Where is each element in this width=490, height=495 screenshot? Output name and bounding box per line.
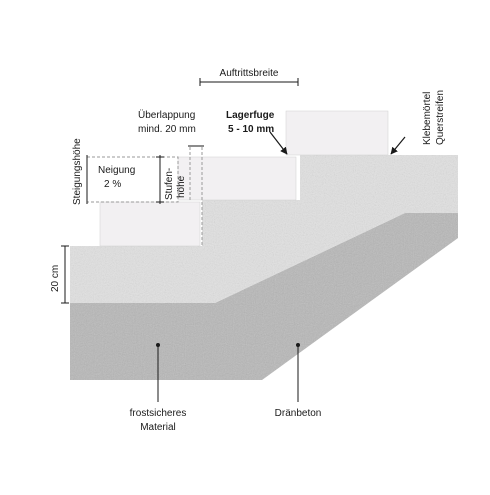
lagerfuge-label-line2: 5 - 10 mm [228,124,274,135]
lagerfuge-label-line1: Lagerfuge [226,110,275,121]
draenbeton-label: Dränbeton [275,408,322,419]
frostsicheres-leader-dot [156,343,160,347]
steigungshoehe-box [86,156,179,203]
step-slab-lower [99,201,201,247]
draenbeton-layer [70,155,458,303]
frostsicheres-material-layer [70,213,458,380]
neigung-label-line2: 2 % [104,179,121,190]
stufenhoehe-label-line2: höhe [176,175,187,198]
draenbeton-leader-dot [296,343,300,347]
ueberlappung-label-line1: Überlappung [138,109,195,121]
frostsicheres-label-line1: frostsicheres [130,408,187,419]
klebemoertel-arrow [390,136,406,155]
step-slab-upper [285,110,389,156]
step-slab-middle [177,156,297,201]
klebemoertel-label: Klebemörtel [422,92,433,145]
frostsicheres-label-line2: Material [140,422,176,433]
stufenhoehe-label-line1: Stufen- [164,168,175,200]
neigung-label-line1: Neigung [98,165,135,176]
auftrittsbreite-label: Auftrittsbreite [220,68,279,79]
lagerfuge-arrow [269,131,288,155]
querstreifen-label: Querstreifen [435,90,446,145]
twenty-cm-label: 20 cm [50,265,61,292]
ueberlappung-label-line2: mind. 20 mm [138,124,196,135]
steigungshoehe-label: Steigungshöhe [72,138,83,205]
